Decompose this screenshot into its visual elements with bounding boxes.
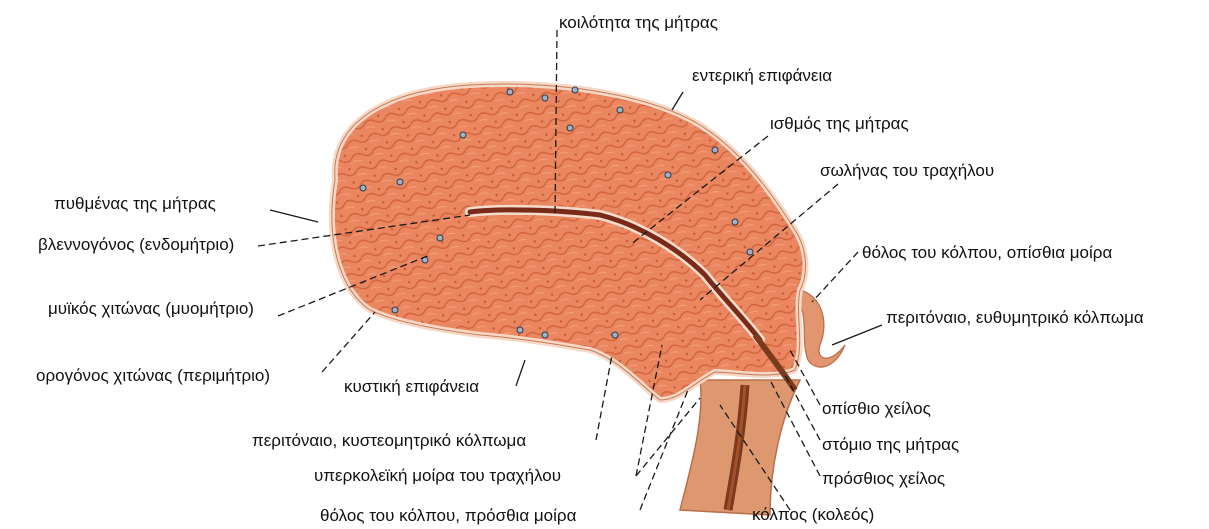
label-uterine-os: στόμιο της μήτρας (822, 436, 959, 453)
label-cervical-canal: σωλήνας του τραχήλου (820, 162, 994, 179)
label-vagina: κόλπος (κολεός) (752, 506, 874, 523)
label-anterior-lip: πρόσθιος χείλος (822, 470, 945, 487)
label-endometrium: βλεννογόνος (ενδομήτριο) (38, 236, 234, 253)
label-myometrium: μυϊκός χιτώνας (μυομήτριο) (48, 300, 254, 317)
label-intestinal-surface: εντερική επιφάνεια (692, 67, 832, 84)
uterus-body-shape (332, 84, 806, 400)
label-vesical-surface: κυστική επιφάνεια (344, 378, 479, 395)
label-uterine-cavity: κοιλότητα της μήτρας (559, 14, 718, 31)
label-fundus: πυθμένας της μήτρας (54, 195, 216, 212)
label-vesicouterine-pouch: περιτόναιο, κυστεομητρικό κόλπωμα (252, 432, 526, 449)
label-perimetrium: ορογόνος χιτώνας (περιμήτριο) (36, 367, 270, 384)
label-anterior-fornix: θόλος του κόλπου, πρόσθια μοίρα (320, 507, 576, 524)
label-rectouterine-pouch: περιτόναιο, ευθυμητρικό κόλπωμα (886, 309, 1144, 326)
label-supravaginal-cervix: υπερκολεϊκή μοίρα του τραχήλου (314, 467, 561, 484)
label-isthmus: ισθμός της μήτρας (770, 115, 909, 132)
posterior-peritoneum-shape (795, 290, 845, 367)
label-posterior-fornix: θόλος του κόλπου, οπίσθια μοίρα (862, 244, 1112, 261)
vagina-shape (680, 380, 800, 515)
label-posterior-lip: οπίσθιο χείλος (822, 400, 931, 417)
